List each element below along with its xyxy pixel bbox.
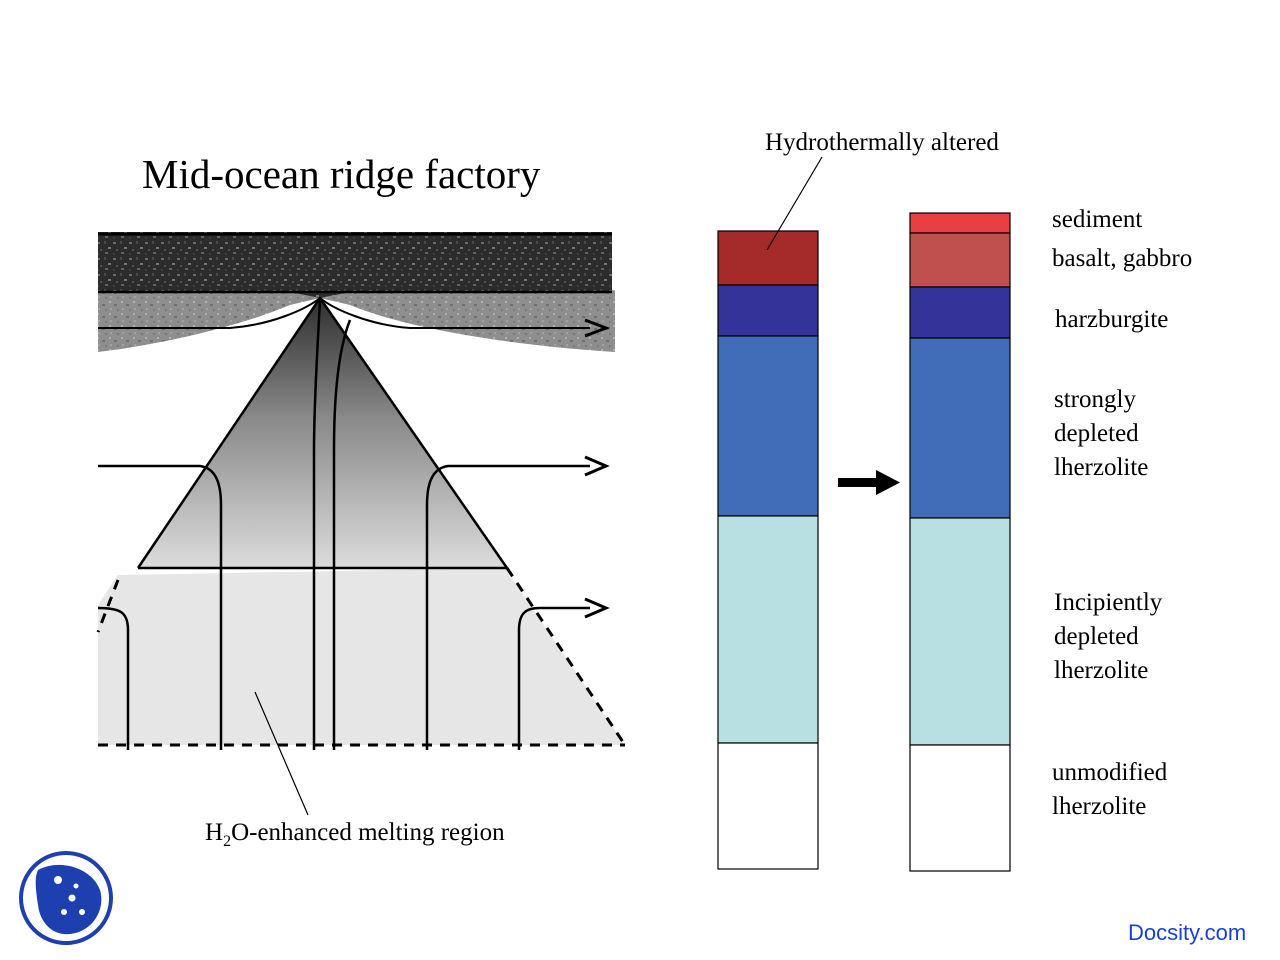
- hydrothermal-leader: [766, 156, 823, 251]
- label-strongly-depleted: strongly depleted lherzolite: [1054, 383, 1148, 485]
- column-after: [909, 212, 1011, 872]
- docsity-link[interactable]: Docsity.com: [1128, 920, 1247, 945]
- h2o-melting-region: [98, 568, 625, 745]
- docsity-logo-icon: [19, 851, 113, 945]
- lithospheric-mantle: [98, 290, 615, 352]
- label-incipiently-line2: depleted: [1054, 623, 1139, 650]
- label-harzburgite: harzburgite: [1055, 306, 1169, 333]
- col1-unmodified: [717, 742, 819, 870]
- label-strongly-line3: lherzolite: [1054, 454, 1149, 481]
- col2-harzburgite: [909, 286, 1011, 339]
- melting-region-leader: [254, 691, 309, 816]
- column-before: [717, 230, 819, 870]
- hydrothermal-label: Hydrothermally altered: [765, 129, 999, 156]
- label-unmodified-line2: lherzolite: [1052, 793, 1147, 820]
- left-middle-streamline: [98, 464, 223, 750]
- left-outer-streamline: [97, 606, 130, 750]
- dashed-left-boundary: [96, 579, 120, 633]
- melting-region-label: H2O-enhanced melting region: [205, 816, 505, 859]
- label-unmodified: unmodified lherzolite: [1052, 756, 1167, 824]
- oceanic-crust: [98, 232, 612, 298]
- lower-flow-arrowhead: [584, 597, 610, 619]
- col1-harzburgite: [717, 284, 819, 337]
- label-basalt-gabbro: basalt, gabbro: [1052, 245, 1193, 272]
- label-strongly-line1: strongly: [1054, 386, 1136, 413]
- label-strongly-line2: depleted: [1054, 420, 1139, 447]
- top-flow-arrowhead: [584, 318, 611, 338]
- label-unmodified-line1: unmodified: [1052, 759, 1168, 786]
- col2-sediment: [909, 212, 1011, 234]
- melting-label-suffix: O-enhanced melting region: [231, 819, 505, 846]
- right-middle-streamline: [425, 464, 590, 750]
- col2-unmodified: [909, 744, 1011, 872]
- melting-triangle: [138, 298, 507, 568]
- col2-basalt-gabbro: [909, 232, 1011, 288]
- label-incipiently-line3: lherzolite: [1054, 657, 1149, 684]
- label-incipiently-depleted: Incipiently depleted lherzolite: [1054, 586, 1162, 688]
- triangle-left-edge: [136, 297, 322, 569]
- lithosphere-flow-line: [98, 296, 590, 329]
- diagram-title: Mid-ocean ridge factory: [142, 151, 541, 197]
- label-sediment: sediment: [1052, 206, 1143, 233]
- triangle-right-edge: [318, 297, 509, 569]
- left-inner-streamline: [312, 299, 322, 750]
- right-arrow-icon: [838, 470, 900, 495]
- col1-altered-crust: [717, 230, 819, 286]
- col1-incipiently-depleted: [717, 515, 819, 744]
- right-outer-streamline: [517, 606, 590, 750]
- col2-strongly-depleted: [909, 337, 1011, 519]
- col2-incipiently-depleted: [909, 517, 1011, 746]
- right-inner-streamline: [332, 319, 352, 750]
- col1-strongly-depleted: [717, 335, 819, 517]
- melting-label-subscript: 2: [223, 833, 232, 850]
- melting-label-prefix: H: [205, 819, 224, 846]
- middle-flow-arrowhead: [584, 455, 610, 477]
- label-incipiently-line1: Incipiently: [1054, 589, 1163, 616]
